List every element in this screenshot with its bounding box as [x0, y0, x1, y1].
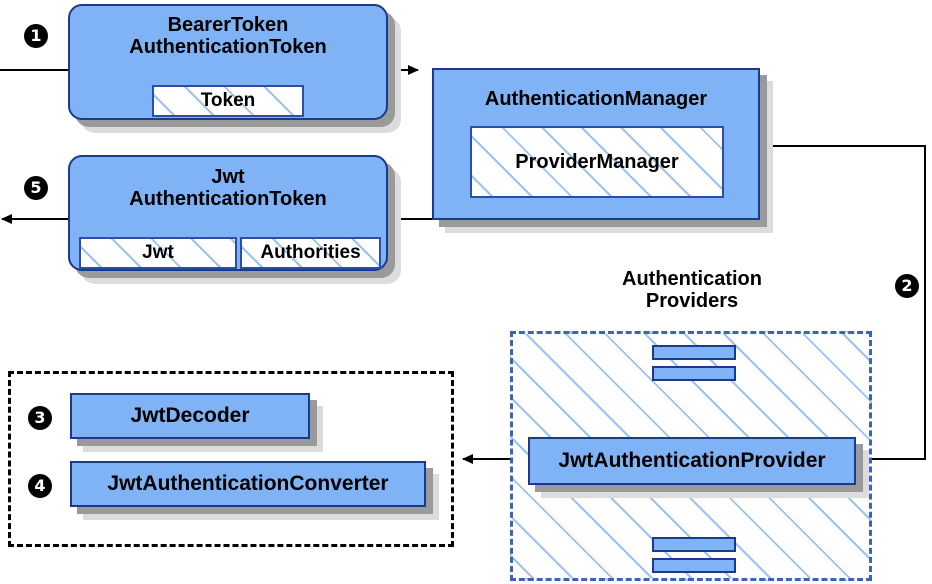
provider-stub-bottom-1 — [652, 537, 736, 552]
jwt-authentication-converter-node[interactable]: JwtAuthenticationConverter — [70, 461, 426, 507]
jwt-authentication-converter-label: JwtAuthenticationConverter — [107, 472, 389, 496]
bearer-token-authentication-token-node[interactable]: BearerToken AuthenticationToken Token — [68, 4, 388, 120]
step-number-3: 3 — [28, 406, 52, 430]
provider-stub-top-1 — [652, 345, 736, 360]
step-number-4: 4 — [28, 474, 52, 498]
provider-stub-top-2 — [652, 366, 736, 381]
provider-manager-label: ProviderManager — [515, 150, 679, 173]
bearer-token-title: BearerToken AuthenticationToken — [129, 14, 327, 59]
authentication-manager-title: AuthenticationManager — [484, 88, 708, 110]
step-number-2: 2 — [895, 274, 919, 298]
jwt-token-slot-authorities-label: Authorities — [260, 242, 361, 263]
authentication-manager-slot-provider-manager: ProviderManager — [470, 126, 724, 198]
jwt-authentication-token-title: Jwt AuthenticationToken — [129, 166, 327, 211]
jwt-authentication-provider-label: JwtAuthenticationProvider — [558, 449, 826, 473]
jwt-token-slot-authorities: Authorities — [240, 237, 381, 269]
jwt-support-group — [8, 371, 454, 547]
bearer-token-slot-token: Token — [152, 85, 304, 117]
step-number-5: 5 — [24, 176, 48, 200]
bearer-token-slot-token-label: Token — [200, 90, 256, 111]
provider-stub-bottom-2 — [652, 558, 736, 573]
jwt-authentication-provider-node[interactable]: JwtAuthenticationProvider — [528, 437, 856, 485]
jwt-token-slot-jwt: Jwt — [79, 237, 237, 269]
authentication-manager-node[interactable]: AuthenticationManager ProviderManager — [432, 68, 760, 220]
jwt-token-slot-jwt-label: Jwt — [142, 242, 174, 263]
jwt-decoder-label: JwtDecoder — [130, 404, 250, 428]
authentication-providers-caption: Authentication Providers — [622, 268, 762, 313]
jwt-authentication-token-node[interactable]: Jwt AuthenticationToken Jwt Authorities — [68, 155, 388, 271]
step-number-1: 1 — [24, 24, 48, 48]
jwt-decoder-node[interactable]: JwtDecoder — [70, 393, 310, 439]
